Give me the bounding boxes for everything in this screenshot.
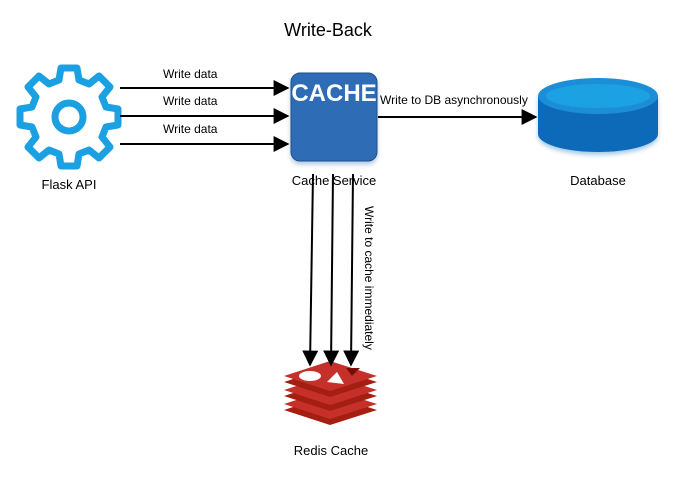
cache-service-label: Cache Service (292, 173, 377, 188)
database-label: Database (570, 173, 626, 188)
flask-api-label: Flask API (42, 177, 97, 192)
edge-write-data-3: Write data (120, 122, 290, 152)
diagram-title: Write-Back (284, 20, 373, 40)
edge-label-write-data-2: Write data (163, 94, 218, 108)
edge-write-to-db: Write to DB asynchronously (378, 93, 538, 125)
cache-badge: CACHE (291, 80, 376, 107)
edge-label-write-data-3: Write data (163, 122, 218, 136)
edge-label-write-data-1: Write data (163, 67, 218, 81)
edge-label-write-to-redis: Write to cache immediately (362, 206, 376, 350)
gear-icon (16, 64, 122, 170)
edge-write-to-redis (302, 173, 360, 367)
cache-icon (290, 72, 378, 162)
database-cylinder-icon (538, 78, 658, 152)
redis-logo-icon (284, 361, 377, 425)
edge-write-data-1: Write data (120, 67, 290, 96)
edge-label-write-to-db: Write to DB asynchronously (380, 93, 528, 107)
redis-cache-label: Redis Cache (294, 443, 368, 458)
edge-write-data-2: Write data (120, 94, 290, 124)
